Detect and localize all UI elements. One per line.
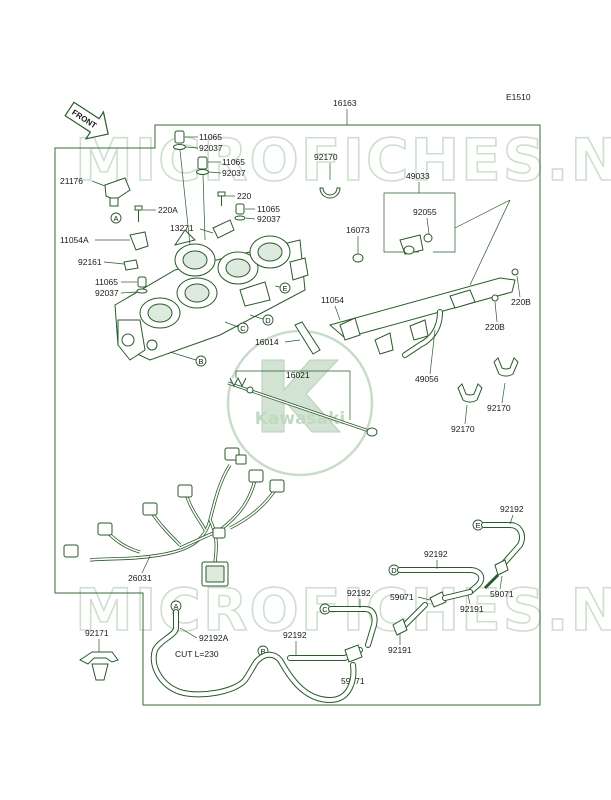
label-92192-a: 92192 — [500, 504, 524, 514]
sensor-11065-top — [173, 130, 186, 150]
label-11054a: 11054A — [60, 235, 89, 245]
label-92037-d: 92037 — [95, 288, 119, 298]
cut-note: CUT L=230 — [175, 649, 219, 659]
label-92191-b: 92191 — [388, 645, 412, 655]
joint-59071-b — [429, 591, 447, 608]
joint-59071-c — [344, 644, 363, 663]
label-92037-b: 92037 — [222, 168, 246, 178]
svg-text:E: E — [282, 284, 287, 293]
hose-92192-e — [481, 522, 525, 565]
label-11065-d: 11065 — [95, 277, 118, 287]
label-92037-c: 92037 — [257, 214, 281, 224]
label-92171: 92171 — [85, 628, 109, 638]
callout-c-1: C — [237, 322, 249, 334]
fuel-rail — [328, 268, 519, 355]
label-92055: 92055 — [413, 207, 437, 217]
svg-text:E: E — [475, 521, 480, 530]
svg-text:A: A — [173, 602, 178, 611]
label-92192-d: 92192 — [283, 630, 307, 640]
label-92192a: 92192A — [199, 633, 229, 643]
screw-220a — [134, 205, 143, 222]
label-220b-a: 220B — [511, 297, 531, 307]
fuel-pipe-49056 — [402, 309, 443, 358]
label-59071-a: 59071 — [490, 589, 514, 599]
injector-49033 — [399, 233, 433, 255]
label-92170-b: 92170 — [451, 424, 475, 434]
callout-d-1: D — [262, 314, 274, 326]
label-92192-b: 92192 — [424, 549, 448, 559]
wiring-harness-26031 — [63, 447, 285, 587]
shaft-16021 — [227, 376, 378, 437]
label-13271: 13271 — [170, 223, 194, 233]
svg-text:A: A — [113, 214, 118, 223]
hose-92191-a — [442, 589, 473, 601]
label-21176: 21176 — [60, 176, 83, 186]
hose-92192-d — [397, 567, 485, 595]
label-220a: 220A — [158, 205, 178, 215]
sensor-11065-d — [136, 276, 148, 294]
label-220: 220 — [237, 191, 251, 201]
clamp-92170-c — [493, 357, 519, 377]
svg-text:D: D — [391, 566, 397, 575]
screw-220 — [217, 191, 226, 206]
part-92161 — [123, 259, 139, 271]
sensor-11065-b — [196, 156, 209, 175]
sensor-21176 — [104, 177, 131, 207]
label-11065-b: 11065 — [222, 157, 245, 167]
sensor-11065-c — [234, 203, 246, 221]
label-16021: 16021 — [286, 370, 310, 380]
watermark-top: MICROFICHES.NET — [74, 125, 611, 195]
throttle-body-assembly — [114, 229, 309, 361]
clip-92171 — [79, 651, 119, 681]
label-92170-a: 92170 — [314, 152, 338, 162]
svg-text:B: B — [260, 647, 265, 656]
label-92170-c: 92170 — [487, 403, 511, 413]
label-26031: 26031 — [128, 573, 152, 583]
callout-e-1: E — [279, 282, 291, 294]
svg-text:C: C — [322, 605, 328, 614]
joint-59071-a — [483, 559, 509, 590]
lever-13271 — [212, 219, 235, 239]
label-92191-a: 92191 — [460, 604, 484, 614]
clamp-92170-a — [319, 187, 341, 199]
callout-b-1: B — [195, 355, 207, 367]
label-11065-c: 11065 — [257, 204, 280, 214]
label-92037-a: 92037 — [199, 143, 223, 153]
label-49033: 49033 — [406, 171, 430, 181]
label-92161: 92161 — [78, 257, 102, 267]
joint-92191-b — [392, 618, 408, 636]
svg-text:C: C — [240, 324, 246, 333]
label-220b-b: 220B — [485, 322, 505, 332]
svg-text:MICROFICHES.NET: MICROFICHES.NET — [75, 126, 611, 194]
diagram-code: E1510 — [506, 92, 531, 102]
label-16163: 16163 — [333, 98, 357, 108]
label-16073: 16073 — [346, 225, 370, 235]
bracket-11054a — [129, 231, 149, 251]
clamp-92170-b — [457, 383, 483, 403]
assembly-frame — [54, 124, 541, 706]
callout-a-1: A — [110, 212, 122, 224]
kawasaki-logo: Kawasaki — [226, 329, 374, 477]
callout-c-2: C — [319, 603, 331, 615]
label-11065-a: 11065 — [199, 132, 222, 142]
hose-92192a — [150, 609, 357, 703]
hose-92192-c — [328, 606, 378, 648]
cap-16073 — [352, 253, 364, 263]
label-11054: 11054 — [321, 295, 344, 305]
rod-16014 — [294, 321, 321, 355]
label-16014: 16014 — [255, 337, 279, 347]
svg-text:B: B — [198, 357, 203, 366]
label-59071-b: 59071 — [390, 592, 414, 602]
label-92192-c: 92192 — [347, 588, 371, 598]
svg-text:D: D — [265, 316, 271, 325]
label-49056: 49056 — [415, 374, 439, 384]
